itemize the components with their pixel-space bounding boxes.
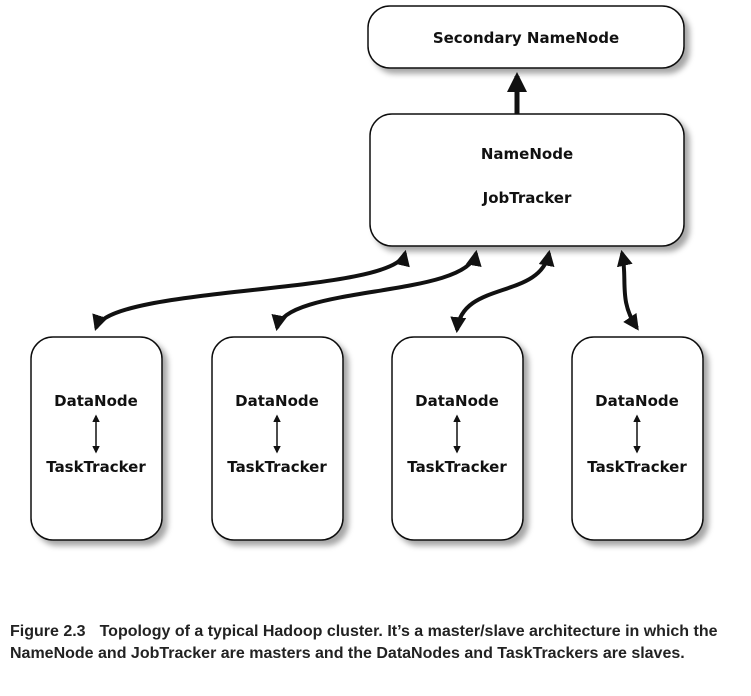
jobtracker-label: JobTracker [482, 189, 572, 207]
master-slave-2-connector [271, 249, 482, 332]
secondary-namenode-box: Secondary NameNode [367, 5, 685, 69]
slave-box-4: DataNode TaskTracker [571, 336, 704, 541]
tasktracker-label: TaskTracker [46, 458, 146, 476]
master-box: NameNode JobTracker [369, 113, 685, 247]
slave-box-2: DataNode TaskTracker [211, 336, 344, 541]
hadoop-topology-diagram: Secondary NameNode NameNode JobTracker D… [30, 5, 704, 541]
datanode-label: DataNode [235, 392, 319, 410]
slave-box-1: DataNode TaskTracker [30, 336, 163, 541]
caption-text: Topology of a typical Hadoop cluster. It… [10, 623, 718, 662]
master-slave-4-connector [616, 249, 639, 331]
master-slave-3-connector [450, 249, 555, 334]
tasktracker-label: TaskTracker [587, 458, 687, 476]
slave-box-3: DataNode TaskTracker [391, 336, 524, 541]
tasktracker-label: TaskTracker [227, 458, 327, 476]
master-slave-1-connector [92, 249, 410, 332]
datanode-label: DataNode [54, 392, 138, 410]
namenode-label: NameNode [481, 145, 573, 163]
secondary-namenode-label: Secondary NameNode [433, 29, 619, 47]
datanode-label: DataNode [595, 392, 679, 410]
datanode-label: DataNode [415, 392, 499, 410]
tasktracker-label: TaskTracker [407, 458, 507, 476]
figure-number: Figure 2.3 [10, 623, 86, 640]
